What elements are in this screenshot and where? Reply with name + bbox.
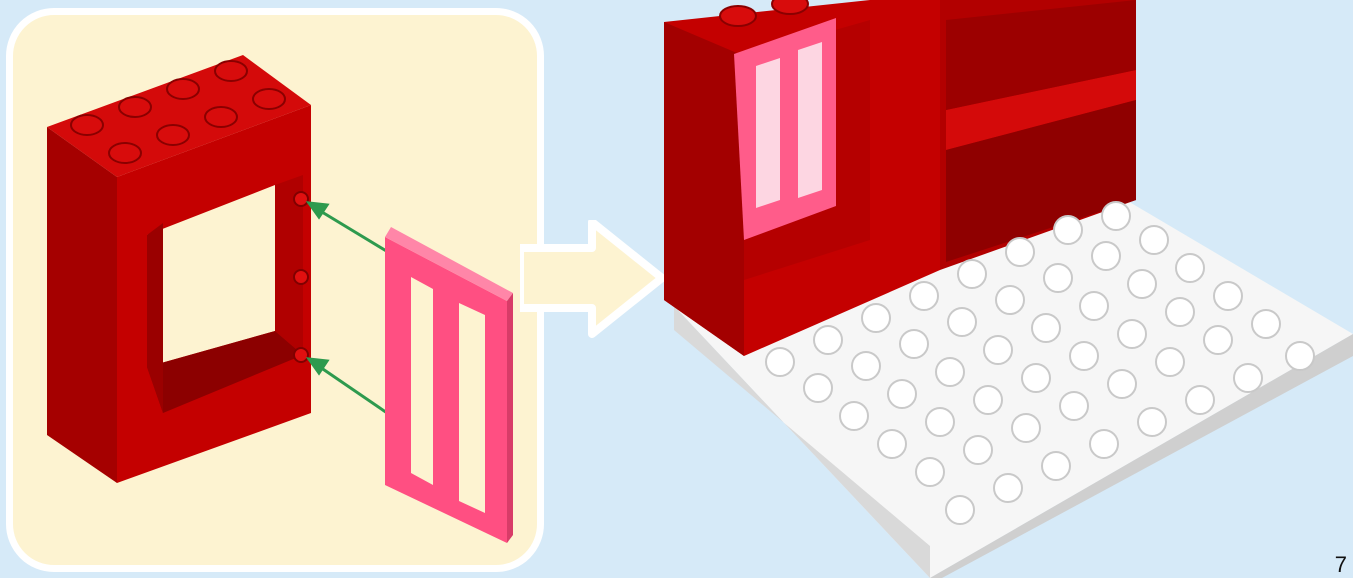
- assembly-arrows: [309, 203, 393, 417]
- next-step-arrow: [520, 220, 670, 340]
- sub-assembly-illustration: [13, 15, 544, 572]
- red-door-frame-brick: [47, 55, 311, 483]
- pink-gate: [385, 227, 513, 543]
- page-number: 7: [1335, 552, 1347, 578]
- assembled-result: [660, 0, 1353, 578]
- sub-assembly-callout: [6, 8, 544, 572]
